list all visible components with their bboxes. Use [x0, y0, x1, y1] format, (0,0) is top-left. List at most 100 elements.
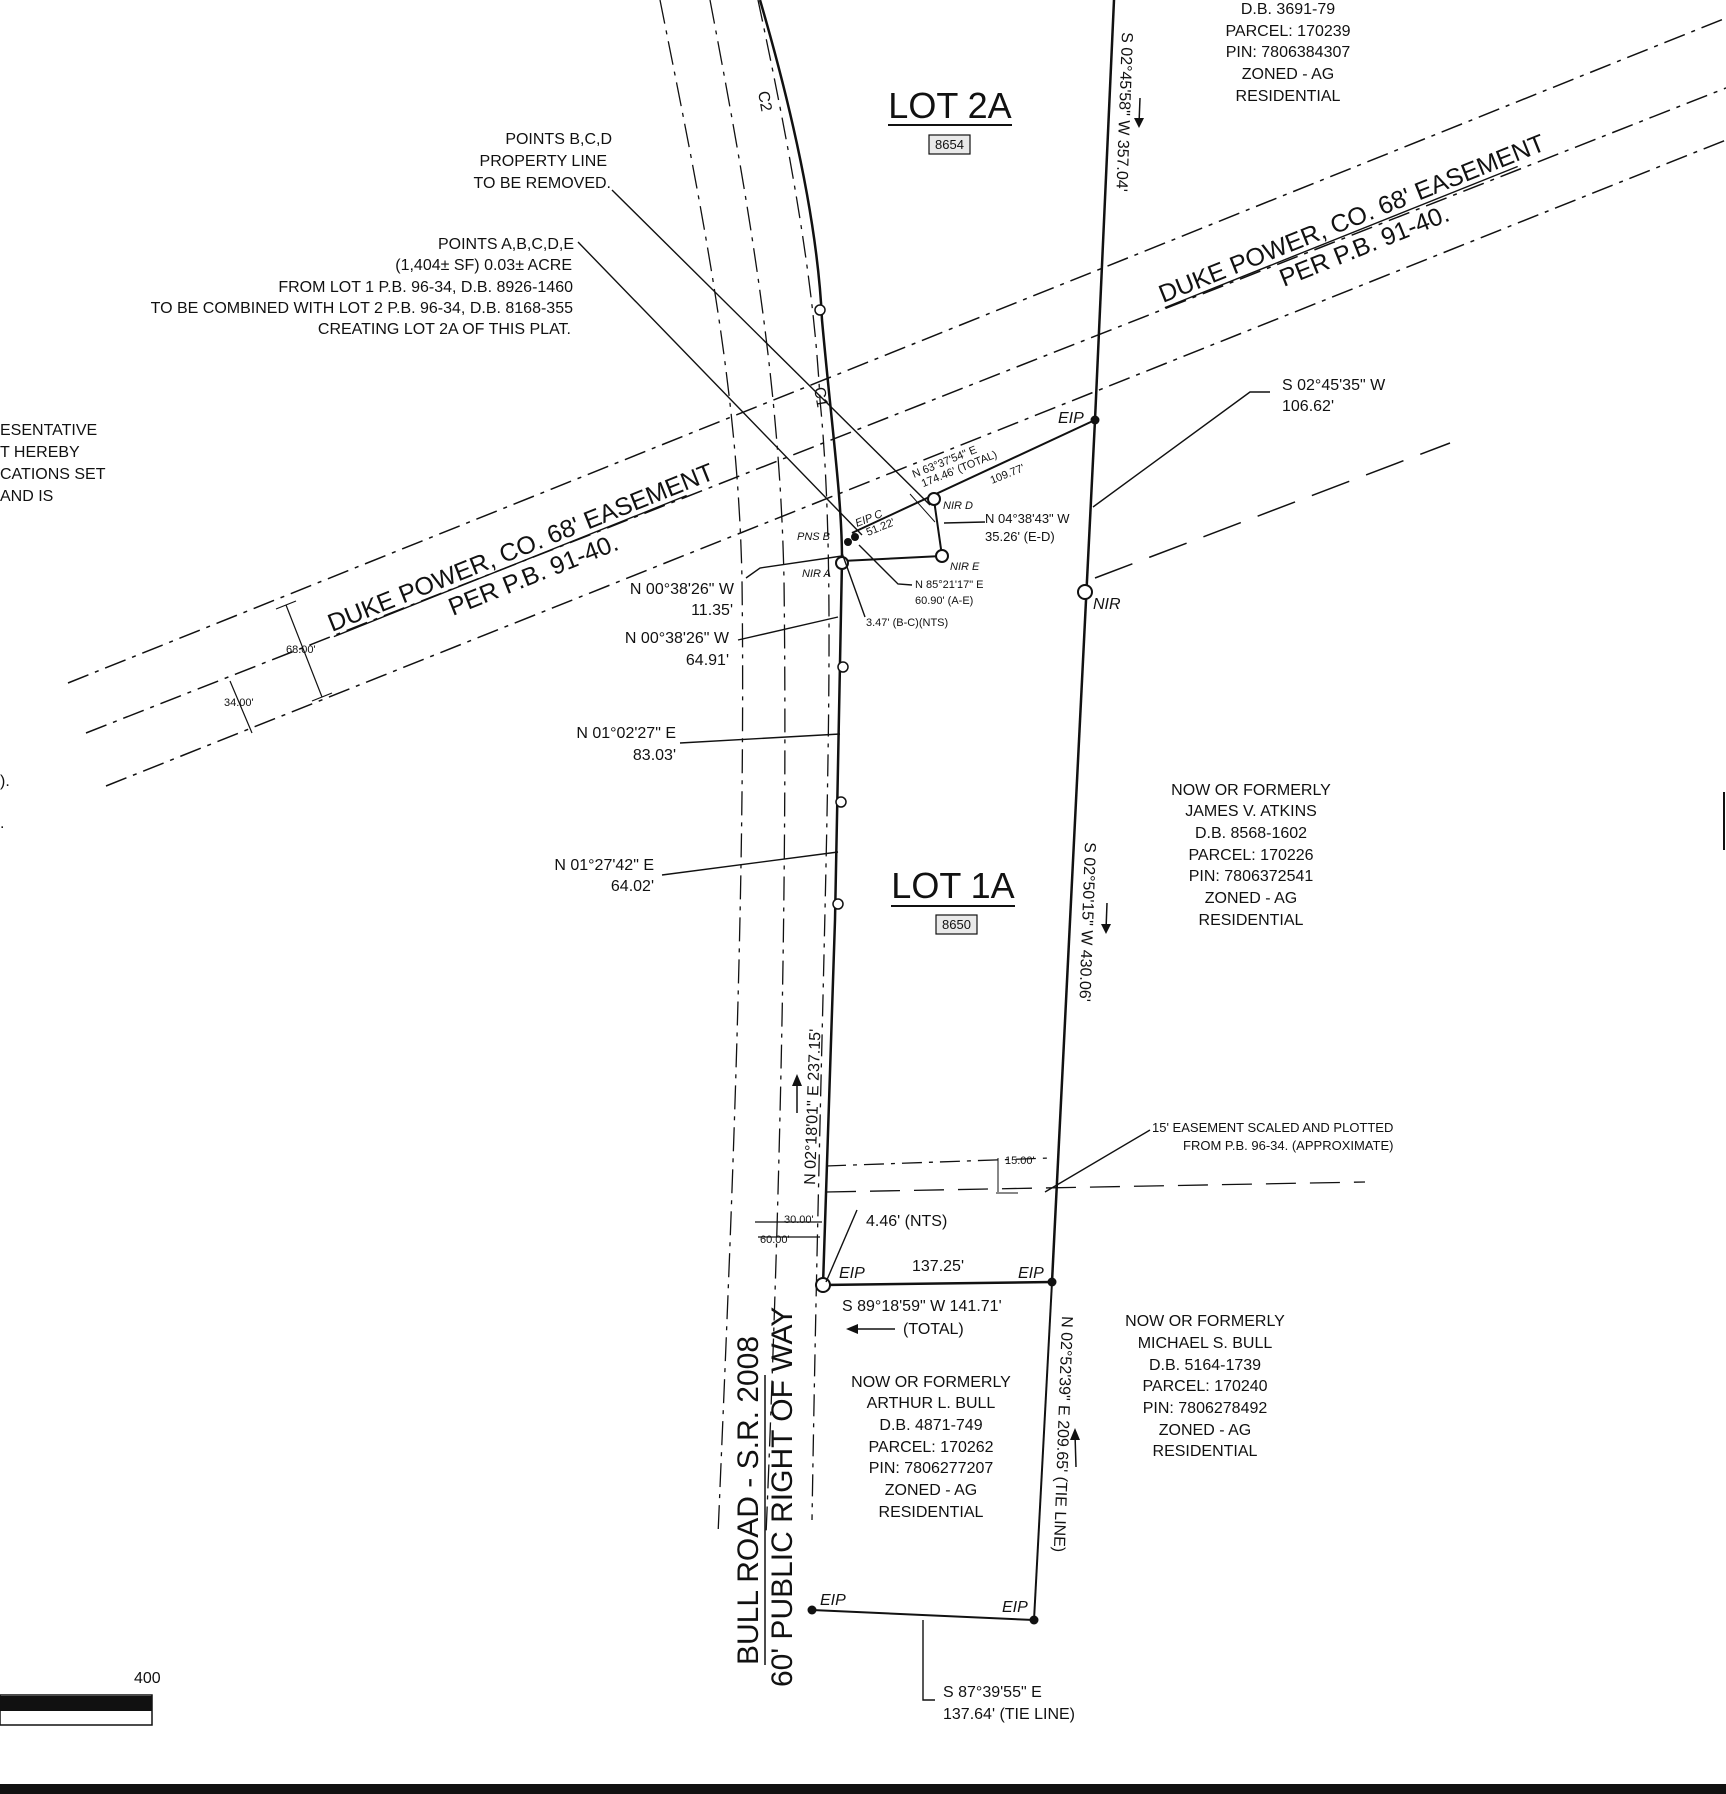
owner-line: JAMES V. ATKINS [1185, 803, 1317, 820]
top-owner-line: PIN: 7806384307 [1226, 44, 1351, 61]
nir-a-label: NIR A [802, 568, 831, 580]
nir-e-marker [935, 549, 949, 563]
call-n-00-38-b-dist: 64.91' [686, 652, 729, 669]
top-owner-info: D.B. 3691-79 PARCEL: 170239 PIN: 7806384… [1225, 1, 1350, 105]
nir-d-label: NIR D [943, 500, 973, 512]
note-left-clipped: ESENTATIVE T HEREBY CATIONS SET AND IS )… [0, 422, 106, 832]
call-n-00-38-b: N 00°38'26" W [625, 630, 730, 647]
owner-arthur-bull: NOW OR FORMERLY ARTHUR L. BULL D.B. 4871… [851, 1374, 1011, 1521]
title-block-border [0, 1784, 1726, 1794]
eip-label: EIP [839, 1265, 865, 1282]
note-fragment: ). [0, 773, 10, 790]
curve-c1-label: C1 [810, 386, 830, 409]
owner-line: NOW OR FORMERLY [1171, 782, 1331, 799]
call-n-01-27-dist: 64.02' [611, 878, 654, 895]
call-n-04-38: N 04°38'43" W [985, 511, 1070, 526]
note-fragment: . [0, 815, 4, 832]
call-n-02-18: N 02°18'01" E 237.15' [802, 1029, 824, 1186]
owner-line: PARCEL: 170262 [868, 1439, 993, 1456]
note-line: (1,404± SF) 0.03± ACRE [395, 257, 572, 274]
call-s-02-45-58: S 02°45'58" W 357.04' [1112, 32, 1135, 192]
nir-marker [1077, 584, 1093, 600]
easement-width-68: 68.00' [286, 644, 316, 656]
note-line: CATIONS SET [0, 466, 106, 483]
eip-c-marker [851, 533, 859, 541]
owner-atkins: NOW OR FORMERLY JAMES V. ATKINS D.B. 856… [1171, 782, 1331, 929]
owner-line: PIN: 7806372541 [1189, 868, 1314, 885]
easement-title: DUKE POWER, CO. 68' EASEMENT [324, 458, 718, 637]
call-s-02-50: S 02°50'15" W 430.06' [1075, 842, 1098, 1002]
road-right-of-way-lines [659, 0, 830, 1536]
owner-michael-bull: NOW OR FORMERLY MICHAEL S. BULL D.B. 516… [1125, 1313, 1285, 1460]
call-n-85-21: N 85°21'17" E [915, 579, 984, 591]
lot-2a-address: 8654 [935, 137, 964, 152]
property-boundary-lines [758, 0, 1366, 1621]
call-n-04-38-dist: 35.26' (E-D) [985, 529, 1055, 544]
eip-marker [1090, 415, 1100, 425]
owner-line: PARCEL: 170240 [1142, 1378, 1267, 1395]
owner-line: RESIDENTIAL [879, 1504, 984, 1521]
eip-marker [1029, 1615, 1039, 1625]
leader-lines [577, 189, 1270, 1701]
eip-marker [815, 1277, 831, 1293]
call-s-89-18: S 89°18'59" W 141.71' [842, 1298, 1002, 1315]
owner-line: ZONED - AG [885, 1482, 977, 1499]
road-label: BULL ROAD - S.R. 2008 60' PUBLIC RIGHT O… [732, 1307, 799, 1687]
note-line: AND IS [0, 488, 53, 505]
top-owner-line: RESIDENTIAL [1236, 88, 1341, 105]
lot-2a-label: LOT 2A 8654 [888, 85, 1012, 155]
eip-label: EIP [1002, 1599, 1028, 1616]
owner-line: NOW OR FORMERLY [851, 1374, 1011, 1391]
lot-1a-address: 8650 [942, 917, 971, 932]
call-total: (TOTAL) [903, 1321, 964, 1338]
top-owner-line: D.B. 3691-79 [1241, 1, 1335, 18]
top-owner-line: ZONED - AG [1242, 66, 1334, 83]
owner-line: PARCEL: 170226 [1188, 847, 1313, 864]
note-points-abcde: POINTS A,B,C,D,E (1,404± SF) 0.03± ACRE … [151, 236, 574, 338]
easement-title: DUKE POWER, CO. 68' EASEMENT [1155, 129, 1549, 308]
top-owner-line: PARCEL: 170239 [1225, 23, 1350, 40]
curve-point [832, 898, 844, 910]
call-s-02-45-35: S 02°45'35" W [1282, 377, 1386, 394]
curve-point [814, 304, 826, 316]
nir-label: NIR [1093, 596, 1121, 613]
call-row-30: 30.00' [784, 1214, 814, 1226]
owner-line: D.B. 8568-1602 [1195, 825, 1307, 842]
call-n-02-52: N 02°52'39" E 209.65' (TIE LINE) [1050, 1316, 1075, 1553]
call-n-01-02-dist: 83.03' [633, 747, 676, 764]
call-dist-137-25: 137.25' [912, 1258, 964, 1275]
nir-d-marker [927, 492, 941, 506]
eip-marker [807, 1605, 817, 1615]
pns-b-label: PNS B [797, 531, 830, 543]
call-n-85-21-dist: 60.90' (A-E) [915, 595, 973, 607]
owner-line: ARTHUR L. BULL [867, 1395, 996, 1412]
note-15-easement: 15' EASEMENT SCALED AND PLOTTED FROM P.B… [1152, 1120, 1393, 1153]
call-ease-15: 15.00' [1005, 1155, 1035, 1167]
call-n-01-27: N 01°27'42" E [554, 857, 654, 874]
lot-2a-title: LOT 2A [888, 85, 1011, 126]
scale-bar: 400 [0, 1670, 161, 1726]
owner-line: D.B. 4871-749 [879, 1417, 982, 1434]
owner-line: NOW OR FORMERLY [1125, 1313, 1285, 1330]
note-line: FROM LOT 1 P.B. 96-34, D.B. 8926-1460 [278, 279, 573, 296]
call-s-02-45-35-dist: 106.62' [1282, 398, 1334, 415]
call-s-87-39-dist: 137.64' (TIE LINE) [943, 1706, 1075, 1723]
scale-label: 400 [134, 1670, 161, 1687]
road-name: BULL ROAD - S.R. 2008 [732, 1336, 765, 1665]
note-line: 15' EASEMENT SCALED AND PLOTTED [1152, 1120, 1393, 1135]
call-n-01-02: N 01°02'27" E [576, 725, 676, 742]
note-line: T HEREBY [0, 444, 80, 461]
note-line: PROPERTY LINE [480, 153, 607, 170]
call-n-00-38-a-dist: 11.35' [691, 602, 733, 619]
owner-line: RESIDENTIAL [1153, 1443, 1258, 1460]
owner-line: RESIDENTIAL [1199, 912, 1304, 929]
eip-label: EIP [1058, 410, 1084, 427]
curve-c2-label: C2 [754, 90, 774, 113]
call-row-60: 60.00' [760, 1234, 790, 1246]
curve-point [835, 796, 847, 808]
call-bc-dist: 3.47' (B-C)(NTS) [866, 617, 948, 629]
note-line: FROM P.B. 96-34. (APPROXIMATE) [1183, 1138, 1393, 1153]
direction-arrows [792, 97, 1144, 1468]
call-dist-4-46: 4.46' (NTS) [866, 1213, 947, 1230]
